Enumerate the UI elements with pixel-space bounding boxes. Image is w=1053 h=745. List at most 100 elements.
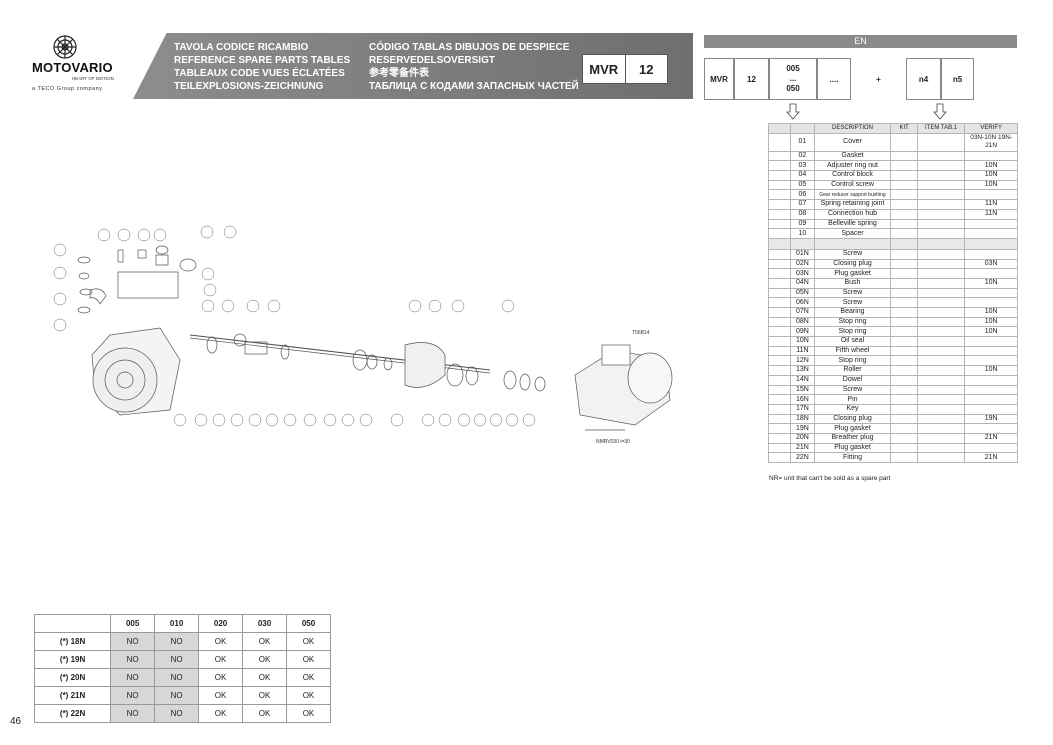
table-cell [964,423,1018,434]
table-cell [767,150,792,162]
table-cell [916,413,966,425]
table-cell: 19N [790,423,815,434]
table-cell [916,442,966,454]
table-cell [767,403,792,415]
table-cell: 22N [790,452,815,463]
table-cell [767,287,792,299]
table-cell [964,374,1018,386]
table-cell [790,237,815,250]
table-cell: 02N [790,258,815,270]
table-cell [890,384,918,396]
table-cell: Gear reducer support bushing [813,189,892,201]
table-cell [767,170,792,181]
table-cell: Screw [813,248,892,260]
table-cell: Adjuster ring nut [813,160,892,172]
table-cell: 03 [790,160,815,172]
table-cell: NO [154,632,200,651]
table-cell: NO [110,632,156,651]
table-cell [767,248,792,260]
table-cell [916,384,966,396]
table-cell [964,248,1018,260]
table-cell: OK [285,650,332,669]
table-cell: 10N [790,336,815,347]
table-cell: 10N [964,316,1018,328]
table-cell: 10N [964,277,1018,289]
page-number: 46 [10,716,22,727]
table-cell [916,452,966,463]
table-cell: 02 [790,150,815,162]
table-cell: Belleville spring [813,218,892,230]
language-bar: EN [704,35,1017,48]
row-header-cell: (*) 19N [33,650,112,669]
table-cell [890,237,918,250]
table-cell [916,160,966,172]
table-cell: 01N [790,248,815,260]
table-cell: Key [813,403,892,415]
table-cell [916,268,966,279]
table-cell [890,218,918,230]
table-cell: 19N [964,413,1018,425]
table-cell: Closing plug [813,413,892,425]
table-cell [916,307,966,318]
table-cell [964,336,1018,347]
table-cell [890,374,918,386]
table-cell [890,297,918,308]
down-arrow-icon [786,103,800,120]
table-cell [916,218,966,230]
table-cell [890,432,918,444]
table-cell: 08 [790,208,815,220]
table-cell [890,268,918,279]
code-box-size: 12 [734,58,769,100]
table-cell: OK [198,632,244,651]
table-cell [964,268,1018,279]
table-cell [916,345,966,357]
output-flange [92,347,158,413]
table-cell: NO [110,686,156,705]
table-cell [916,258,966,270]
table-cell [916,277,966,289]
table-cell [890,150,918,162]
table-cell [964,442,1018,454]
table-cell [767,316,792,328]
table-cell: OK [198,686,244,705]
table-cell: 01 [790,132,815,152]
table-cell [964,355,1018,367]
table-cell: KIT [890,123,918,134]
code-plus: + [876,74,881,84]
table-cell [916,403,966,415]
table-cell: OK [242,650,287,669]
table-cell: Plug gasket [813,268,892,279]
table-cell [767,326,792,338]
table-cell: 05N [790,287,815,299]
row-header-cell: (*) 22N [33,704,112,723]
table-cell: Screw [813,384,892,396]
table-cell: 21N [964,452,1018,463]
table-cell [916,432,966,444]
table-cell [916,297,966,308]
table-cell: Bearing [813,307,892,318]
table-cell: 16N [790,394,815,405]
table-cell [890,208,918,220]
table-cell [767,442,792,454]
table-cell [916,355,966,367]
table-note: NR= unit that can't be sold as a spare p… [769,475,891,482]
table-cell [964,394,1018,405]
table-cell [964,237,1018,250]
table-cell: OK [242,632,287,651]
code-box-n5: n5 [941,58,974,100]
table-cell: 03N-10N 19N-21N [964,132,1018,152]
table-cell [767,179,792,191]
code-box-ratio: 005 ... 050 [769,58,817,100]
